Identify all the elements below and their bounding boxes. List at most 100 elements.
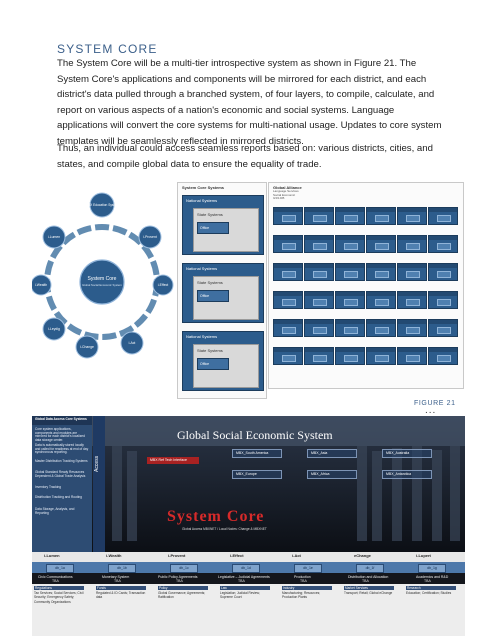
column-header-bar bbox=[32, 552, 465, 562]
svg-text:i-Effect: i-Effect bbox=[158, 283, 169, 287]
svg-text:i-Wealth: i-Wealth bbox=[35, 283, 47, 287]
db-box-2: db_1b bbox=[108, 564, 136, 573]
svg-text:i-Provent: i-Provent bbox=[143, 235, 157, 239]
alliance-cell bbox=[335, 235, 365, 253]
region-box-south-america: MBX_South America bbox=[232, 449, 282, 458]
sub-label-2: Monetary System bbox=[102, 575, 130, 579]
global-alliance-title: Global Alliance bbox=[273, 185, 302, 190]
db-box-1: db_1a bbox=[46, 564, 74, 573]
col-number-2: TBA bbox=[114, 579, 121, 583]
col-header-6: eChange bbox=[354, 553, 371, 558]
alliance-cell bbox=[335, 319, 365, 337]
col-number-1: TBA bbox=[52, 579, 59, 583]
wheel-node-2: i-Provent bbox=[138, 225, 162, 249]
alliance-cell bbox=[304, 319, 334, 337]
region-box-antarctica: MBX_Antarctica bbox=[382, 470, 432, 479]
paragraph-1: The System Core will be a multi-tier int… bbox=[57, 58, 442, 147]
alliance-cell bbox=[273, 291, 303, 309]
alliance-cell bbox=[366, 291, 396, 309]
col-header-5: i-Act bbox=[292, 553, 301, 558]
svg-text:i-Leydig: i-Leydig bbox=[48, 327, 60, 331]
svg-text:i-Act: i-Act bbox=[129, 341, 136, 345]
alliance-cell bbox=[335, 347, 365, 365]
national-block-1: National Systems State Systems Office bbox=[182, 195, 264, 255]
national-block-2: National Systems State Systems Office bbox=[182, 263, 264, 323]
wheel-node-4: i-Effect bbox=[152, 274, 174, 296]
db-box-3: db_1c bbox=[170, 564, 198, 573]
wheel-node-5: i-Leydig bbox=[42, 317, 66, 341]
sub-label-1: Civic Communications bbox=[38, 575, 73, 579]
global-social-economic-system-figure: Global Data Access Core Systems Core sys… bbox=[32, 416, 465, 636]
alliance-cell bbox=[397, 319, 427, 337]
svg-text:DMX Education System: DMX Education System bbox=[85, 203, 119, 207]
alliance-cell bbox=[397, 235, 427, 253]
sub-label-6: Distribution and Allocation bbox=[348, 575, 389, 579]
alliance-cell bbox=[273, 235, 303, 253]
region-box-europe: MBX_Europe bbox=[232, 470, 282, 479]
alliance-grid bbox=[273, 207, 459, 377]
alliance-cell bbox=[304, 347, 334, 365]
data-access-panel: Global Data Access Core Systems Core sys… bbox=[32, 416, 92, 552]
section-heading: System Core bbox=[57, 42, 158, 56]
alliance-cell bbox=[428, 347, 458, 365]
alliance-cell bbox=[304, 235, 334, 253]
region-box-africa: MBX_Africa bbox=[307, 470, 357, 479]
col-header-4: i-Effect bbox=[230, 553, 244, 558]
system-core-wheel: System Core Global Social Economic Syste… bbox=[32, 192, 174, 359]
alliance-cell bbox=[397, 291, 427, 309]
access-bar: Access bbox=[93, 416, 105, 552]
alliance-cell bbox=[273, 263, 303, 281]
sub-label-5: Production bbox=[294, 575, 311, 579]
alliance-cell bbox=[397, 263, 427, 281]
svg-text:i-Change: i-Change bbox=[80, 345, 94, 349]
alliance-cell bbox=[335, 263, 365, 281]
col-header-1: i-Lumen bbox=[44, 553, 60, 558]
alliance-cell bbox=[273, 347, 303, 365]
sub-label-3: Public Policy Agreements bbox=[158, 575, 198, 579]
alliance-cell bbox=[428, 263, 458, 281]
alliance-cell bbox=[304, 263, 334, 281]
wheel-node-6: i-Change bbox=[75, 335, 99, 359]
continuation-dots: ... bbox=[425, 405, 437, 416]
db-box-7: db_1g bbox=[418, 564, 446, 573]
alliance-cell bbox=[397, 207, 427, 225]
db-box-5: db_1e bbox=[294, 564, 322, 573]
core-systems-panel: System Core Systems National Systems Sta… bbox=[177, 182, 267, 399]
col-number-3: TBA bbox=[176, 579, 183, 583]
svg-text:i-Lumen: i-Lumen bbox=[48, 235, 60, 239]
alliance-cell bbox=[335, 207, 365, 225]
alliance-cell bbox=[397, 347, 427, 365]
col-header-2: i-Wealth bbox=[106, 553, 122, 558]
col-number-7: TBA bbox=[424, 579, 431, 583]
col-header-3: i-Provent bbox=[168, 553, 186, 558]
alliance-cell bbox=[366, 347, 396, 365]
wheel-node-1: i-Lumen bbox=[42, 225, 66, 249]
region-box-australia: MBX_Australia bbox=[382, 449, 432, 458]
alliance-cell bbox=[428, 235, 458, 253]
core-systems-title: System Core Systems bbox=[182, 185, 225, 190]
wheel-node-7: i-Act bbox=[120, 331, 144, 355]
detail-area bbox=[32, 584, 465, 636]
national-block-3: National Systems State Systems Office bbox=[182, 331, 264, 391]
alliance-cell bbox=[366, 207, 396, 225]
wheel-node-3: i-Wealth bbox=[32, 274, 52, 296]
ref-tech-interface-box: MBX Ref Tech Interface bbox=[147, 457, 199, 464]
alliance-cell bbox=[428, 207, 458, 225]
db-box-6: db_1f bbox=[356, 564, 384, 573]
alliance-cell bbox=[366, 319, 396, 337]
alliance-cell bbox=[273, 319, 303, 337]
sub-label-7: Academics and R&D bbox=[416, 575, 449, 579]
system-core-label: System Core bbox=[167, 508, 265, 525]
db-box-4: db_1d bbox=[232, 564, 260, 573]
global-alliance-panel: Global Alliance Language Services Social… bbox=[268, 182, 464, 389]
col-number-5: TBA bbox=[300, 579, 307, 583]
col-number-4: TBA bbox=[238, 579, 245, 583]
alliance-cell bbox=[304, 291, 334, 309]
paragraph-2: Thus, an individual could access seamles… bbox=[57, 143, 433, 170]
alliance-cell bbox=[273, 207, 303, 225]
